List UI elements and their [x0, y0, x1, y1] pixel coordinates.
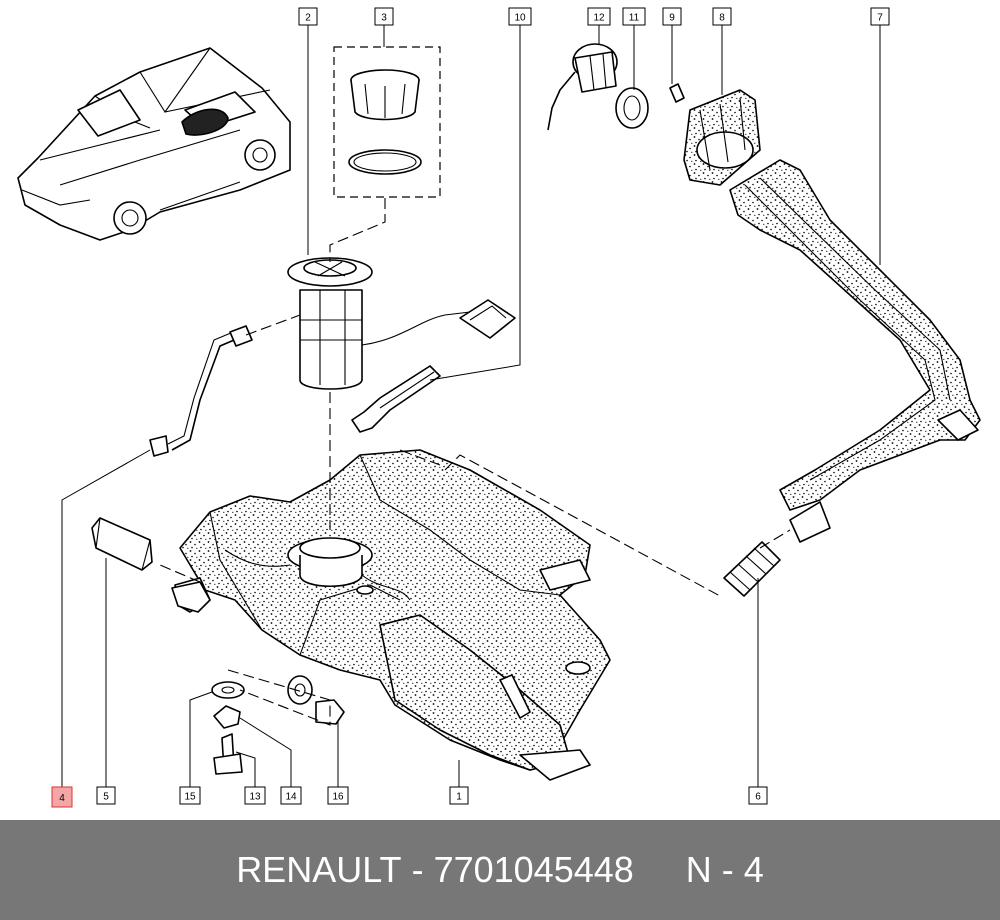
fuel-tank	[174, 449, 611, 781]
exploded-parts-diagram: 1 2 3 4 5 6 7 8 9 10 11 12 13 14 15 16	[17, 7, 981, 808]
svg-text:6: 6	[755, 792, 761, 803]
svg-text:8: 8	[719, 13, 725, 24]
grommet	[615, 87, 649, 129]
electrical-connector	[459, 299, 516, 339]
callout-7: 7	[870, 7, 890, 26]
svg-text:4: 4	[59, 793, 65, 804]
callout-16: 16	[327, 786, 349, 805]
fasteners	[211, 675, 345, 775]
callout-1: 1	[449, 786, 469, 805]
brand-name: RENAULT	[236, 849, 402, 890]
fuel-pipe	[149, 325, 253, 457]
leader-lines	[61, 25, 881, 788]
callout-13: 13	[244, 786, 266, 805]
corrugated-hose	[723, 541, 781, 597]
svg-text:11: 11	[629, 13, 640, 24]
callout-4: 4	[51, 786, 73, 808]
svg-text:9: 9	[669, 13, 675, 24]
separator: -	[411, 849, 424, 890]
callout-8: 8	[712, 7, 732, 26]
callout-2: 2	[298, 7, 318, 26]
svg-text:12: 12	[593, 13, 605, 24]
screw	[669, 83, 685, 103]
callout-11: 11	[622, 7, 646, 26]
svg-text:3: 3	[381, 13, 387, 24]
vehicle-illustration	[17, 47, 291, 241]
assembly-lines	[159, 198, 791, 726]
callout-14: 14	[280, 786, 302, 805]
callout-10: 10	[508, 7, 532, 26]
svg-text:1: 1	[456, 792, 462, 803]
callout-12: 12	[587, 7, 611, 26]
svg-text:16: 16	[332, 792, 344, 803]
svg-text:14: 14	[285, 792, 297, 803]
svg-text:13: 13	[249, 792, 261, 803]
part-info-banner: RENAULT - 7701045448 N - 4	[0, 820, 1000, 920]
fuel-filter	[91, 517, 211, 613]
part-number: 7701045448	[433, 849, 634, 890]
svg-text:10: 10	[514, 13, 526, 24]
svg-text:15: 15	[184, 792, 196, 803]
breather-hose	[351, 365, 441, 433]
svg-text:7: 7	[877, 13, 883, 24]
svg-text:5: 5	[103, 792, 109, 803]
diagram-position: N - 4	[685, 849, 764, 890]
callout-9: 9	[662, 7, 682, 26]
locking-ring-set	[333, 46, 441, 198]
callout-15: 15	[179, 786, 201, 805]
svg-text:2: 2	[305, 13, 311, 24]
fuel-cap	[547, 43, 618, 131]
callout-5: 5	[96, 786, 116, 805]
callout-6: 6	[748, 786, 768, 805]
filler-neck	[729, 159, 981, 543]
callout-3: 3	[374, 7, 394, 26]
filler-housing	[683, 89, 761, 186]
fuel-pump-module	[287, 257, 471, 390]
